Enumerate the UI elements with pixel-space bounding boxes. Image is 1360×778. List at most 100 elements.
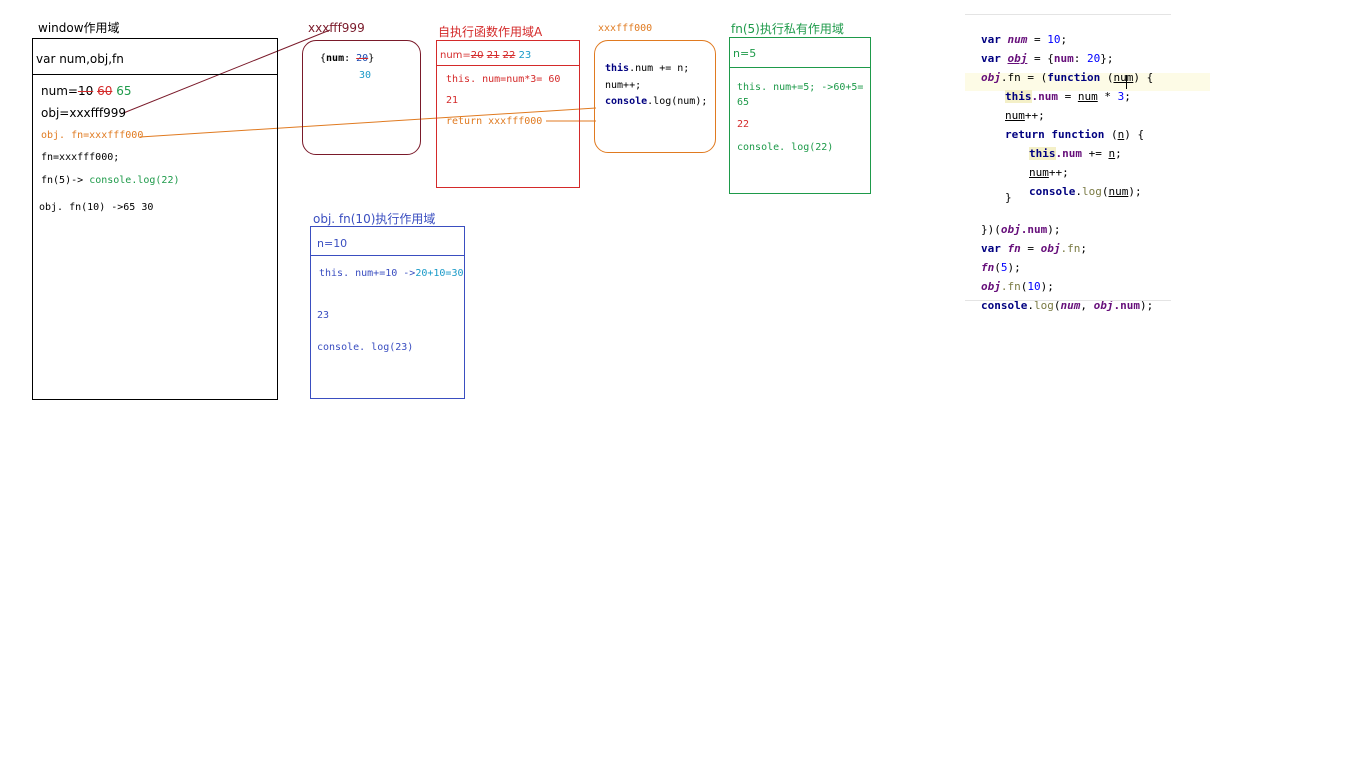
window-call10-line: obj. fn(10) ->65 30 [39,202,154,213]
code-text: })( [981,223,1001,236]
code-fn: .fn [1000,71,1021,84]
code-kw: this [1005,90,1032,103]
fn5-scope-title: fn(5)执行私有作用域 [731,22,844,36]
window-fn-line: fn=xxxfff000; [41,152,120,163]
code-text: ; [1080,242,1087,255]
fn5-line-1: this. num+=5; ->60+5= [737,82,864,93]
code-prop: .num [1031,90,1059,103]
code-param: num [1077,90,1098,103]
code-number: 3 [1117,90,1125,103]
heap-object-box [302,40,421,155]
code-fn: log [1081,185,1102,198]
code-number: 10 [1027,280,1041,293]
self-exec-scope-divider [437,65,579,66]
self-exec-scope-title: 自执行函数作用域A [438,25,543,39]
code-param: num [1029,166,1049,179]
code-var: obj [981,280,1001,293]
fn10-scope-divider [311,255,464,256]
code-kw: console [981,299,1028,312]
fn10-line-3: console. log(23) [317,342,414,353]
fn5-scope-divider [730,67,870,68]
fn5-line-1b: 65 [737,97,750,108]
fn5-param: n=5 [733,47,757,60]
code-text: += [1082,147,1109,160]
code-param: num [1108,185,1129,198]
fn10-scope-title: obj. fn(10)执行作用域 [313,212,436,226]
code-text: ); [1047,223,1061,236]
code-line-12: var fn = obj.fn; [981,229,1087,255]
code-line-8: num++; [1029,153,1069,179]
code-kw: var [981,33,1001,46]
code-line-1: var num = 10; [981,20,1067,46]
code-line-4: this.num = num * 3; [1005,77,1131,103]
code-text: ); [1139,299,1154,312]
fn5-line-3: console. log(22) [737,142,834,153]
code-text: , [1080,299,1094,312]
window-scope-box [32,38,278,400]
code-param: num [1113,71,1134,84]
heap-object-content: {num: 20} [320,53,374,64]
code-prop: num [1053,52,1074,65]
code-text: ; [1060,33,1068,46]
code-var: obj [1093,299,1114,312]
code-param: n [1108,147,1116,160]
heap-function-line-3: console.log(num); [605,96,707,107]
code-text: ( [1104,128,1118,141]
code-line-5: num++; [1005,96,1045,122]
code-text: ( [994,261,1001,274]
self-exec-num-current: 23 [518,50,532,61]
code-text: = [1058,90,1078,103]
code-text: ++; [1048,166,1069,179]
self-exec-num-label: num= [440,50,471,61]
window-num-line: num=10 60 65 [41,84,131,98]
code-text: ( [1053,299,1061,312]
fn10-scope-box [310,226,465,399]
heap-function-line-1-rest: .num += n; [629,63,690,74]
heap-function-this: this [605,63,630,74]
code-param: num [1005,109,1025,122]
self-exec-num-old-1: 20 [470,50,484,61]
code-current-line-highlight [965,73,1210,91]
code-line-6: return function (n) { [1005,115,1144,141]
fn5-line-2: 22 [737,119,750,130]
code-text: . [1075,185,1082,198]
code-text: ; [1124,90,1131,103]
heap-object-old-value: 20 [356,53,369,64]
code-text: ; [1115,147,1122,160]
code-panel-top-border [965,14,1171,15]
code-var: num [1007,33,1028,46]
heap-function-address: xxxfff000 [598,23,653,34]
code-fn: .fn [1060,242,1081,255]
window-scope-divider [33,74,277,75]
code-prop: .num [1020,223,1048,236]
code-line-2: var obj = {num: 20}; [981,39,1114,65]
code-var: fn [981,261,995,274]
code-var: num [1060,299,1081,312]
code-var: fn [1007,242,1021,255]
code-var: obj [1007,52,1028,65]
self-exec-scope-box [436,40,580,188]
code-line-13: fn(5); [981,248,1021,274]
code-fn: .fn [1000,280,1021,293]
window-objfn-line: obj. fn=xxxfff000 [41,130,144,141]
code-line-11: })(obj.num); [981,210,1061,236]
code-kw: var [981,242,1001,255]
code-line-9: console.log(num); [1029,172,1142,198]
code-kw: function [1047,71,1101,84]
heap-function-console: console [605,96,648,107]
self-exec-num-old-3: 22 [502,50,516,61]
code-number: 20 [1087,52,1101,65]
code-number: 5 [1000,261,1008,274]
code-line-7: this.num += n; [1029,134,1122,160]
code-kw: var [981,52,1001,65]
self-exec-line-3: return xxxfff000 [446,116,543,127]
code-line-15: console.log(num, obj.num); [981,286,1153,312]
code-param: n [1117,128,1125,141]
code-text: ( [1101,185,1109,198]
code-text: ); [1007,261,1021,274]
window-num-current: 65 [116,84,132,98]
heap-object-brace-close: } [368,53,375,64]
window-call5-log: console.log(22) [89,175,180,186]
code-text: = { [1027,52,1054,65]
heap-object-address: xxxfff999 [308,21,365,35]
